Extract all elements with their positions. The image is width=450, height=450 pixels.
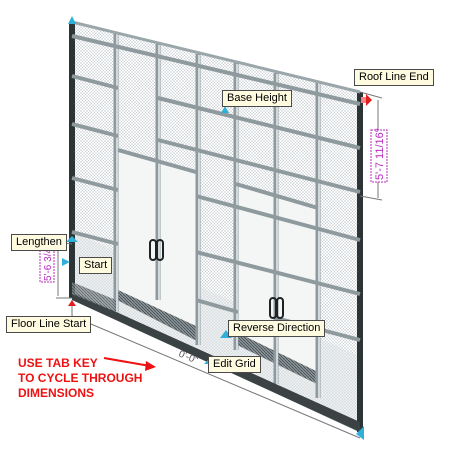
edit-grid-tooltip: Edit Grid bbox=[208, 356, 261, 373]
grip-arrow-icon[interactable] bbox=[361, 94, 372, 106]
bottom-sill-shadow bbox=[72, 282, 116, 312]
grip-triangle-icon[interactable] bbox=[68, 16, 76, 24]
grip-arrow-icon[interactable] bbox=[68, 300, 76, 306]
horizontal-mullions[interactable] bbox=[71, 20, 361, 342]
reverse-direction-tooltip: Reverse Direction bbox=[228, 320, 326, 337]
start-tooltip: Start bbox=[79, 257, 113, 274]
tab-key-instruction: USE TAB KEY TO CYCLE THROUGH DIMENSIONS bbox=[18, 356, 142, 401]
roof-line-end-tooltip: Roof Line End bbox=[354, 69, 434, 86]
grip-arrow-icon[interactable] bbox=[66, 236, 78, 242]
grip-triangle-icon[interactable] bbox=[221, 106, 229, 113]
door-handle-icon bbox=[269, 297, 284, 319]
instruction-line-1: USE TAB KEY bbox=[18, 356, 98, 370]
roof-line-end-dimension[interactable]: 5'-7 11/16" bbox=[359, 91, 388, 201]
door-left-threshold bbox=[118, 290, 196, 340]
floor-line-start-tooltip: Floor Line Start bbox=[6, 316, 92, 333]
door-handle-icon bbox=[149, 239, 164, 261]
arrow-right-icon bbox=[103, 357, 156, 371]
grip-arrow-icon[interactable] bbox=[62, 258, 70, 266]
base-height-tooltip: Base Height bbox=[222, 90, 292, 107]
floor-line-start-value: 5'-6 3/4" bbox=[43, 244, 54, 281]
grip-triangle-icon[interactable] bbox=[356, 426, 364, 440]
lengthen-tooltip: Lengthen bbox=[11, 234, 67, 251]
instruction-line-2: TO CYCLE THROUGH bbox=[18, 371, 143, 385]
roof-line-end-value: 5'-7 11/16" bbox=[374, 128, 386, 180]
instruction-line-3: DIMENSIONS bbox=[18, 386, 95, 400]
